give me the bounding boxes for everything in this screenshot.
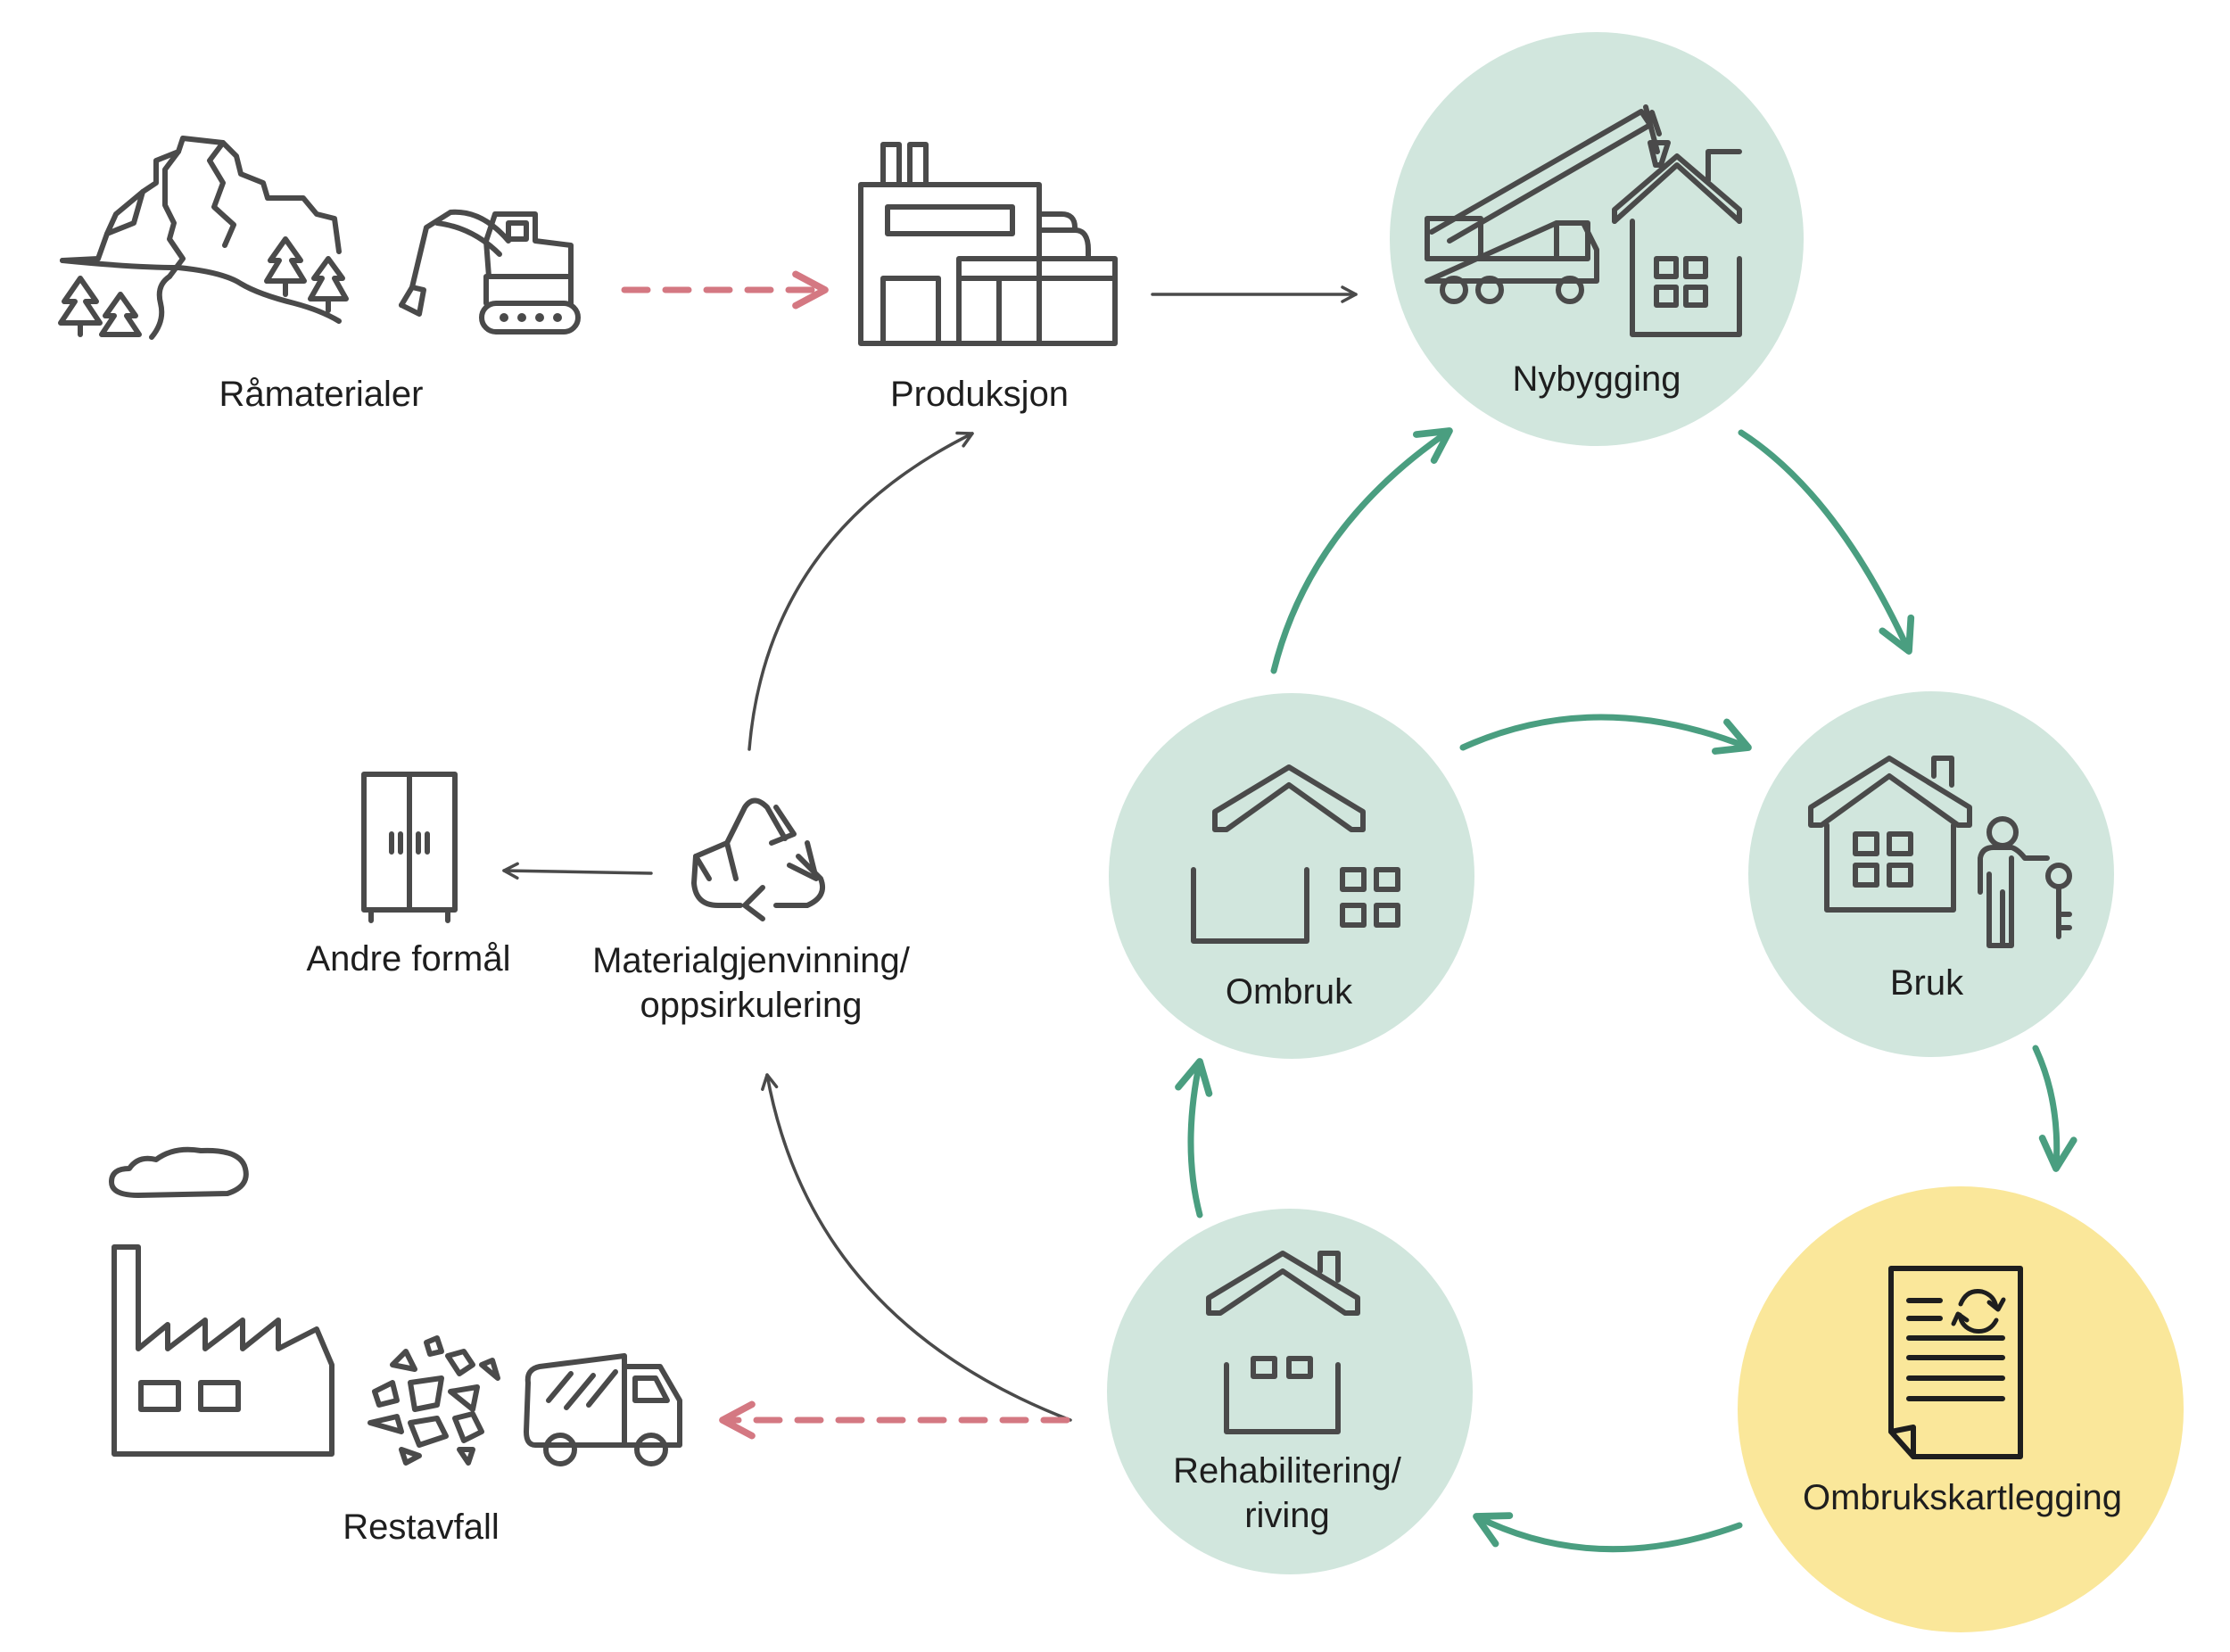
arrow-bruk-ombrukskartlegging [2032, 1045, 2077, 1172]
mountain-icon [60, 136, 342, 340]
house-renovation-icon [1206, 1251, 1360, 1434]
forest-icon [58, 236, 349, 337]
circle-ombrukskartlegging [1738, 1186, 2184, 1632]
label-materialgjenvinning-line2: oppsirkulering [640, 986, 862, 1025]
arrow-materialgjenvinning-produksjon [747, 431, 974, 751]
arrow-nybygging-bruk [1738, 429, 1915, 655]
arrow-ombruk-nybygging [1270, 427, 1453, 674]
circle-ombruk [1109, 693, 1474, 1059]
factory-building-icon [858, 142, 1118, 346]
arrow-rehabilitering-ombruk [1175, 1058, 1213, 1218]
label-produksjon: Produksjon [890, 375, 1069, 414]
crane-truck-icon [1425, 104, 1671, 304]
cabinet-icon [361, 772, 458, 923]
garbage-truck-icon [524, 1353, 682, 1466]
label-ramaterialer: Råmaterialer [219, 375, 424, 414]
arrow-ombrukskartlegging-rehabilitering [1473, 1512, 1743, 1553]
document-refresh-icon [1888, 1266, 2023, 1459]
person-key-icon [1978, 816, 2072, 948]
label-rehabilitering-line1: Rehabilitering/ [1173, 1451, 1402, 1491]
arrow-ombruk-bruk [1459, 714, 1752, 755]
rubble-icon [368, 1335, 500, 1466]
recycle-icon [691, 797, 826, 921]
house-construction-icon [1612, 149, 1742, 337]
smoke-factory-icon [109, 1146, 334, 1457]
arrow-rehabilitering-materialgjenvinning [761, 1073, 1072, 1422]
label-materialgjenvinning-line1: Materialgjenvinning/ [592, 941, 911, 980]
circle-nybygging [1390, 32, 1804, 446]
label-ombruk: Ombruk [1226, 972, 1353, 1012]
arrow-materialgjenvinning-andre-formal [502, 862, 653, 880]
label-andre-formal: Andre formål [307, 939, 511, 979]
circle-bruk [1748, 691, 2114, 1057]
house-parts-icon [1191, 764, 1400, 944]
label-rehabilitering-line2: riving [1244, 1496, 1330, 1535]
house-icon [1808, 756, 1972, 913]
label-bruk: Bruk [1890, 963, 1964, 1003]
label-restavfall: Restavfall [343, 1507, 500, 1547]
label-ombrukskartlegging: Ombrukskartlegging [1803, 1478, 2122, 1517]
label-nybygging: Nybygging [1512, 359, 1681, 399]
circle-rehabilitering [1107, 1209, 1473, 1574]
excavator-icon [399, 209, 581, 335]
